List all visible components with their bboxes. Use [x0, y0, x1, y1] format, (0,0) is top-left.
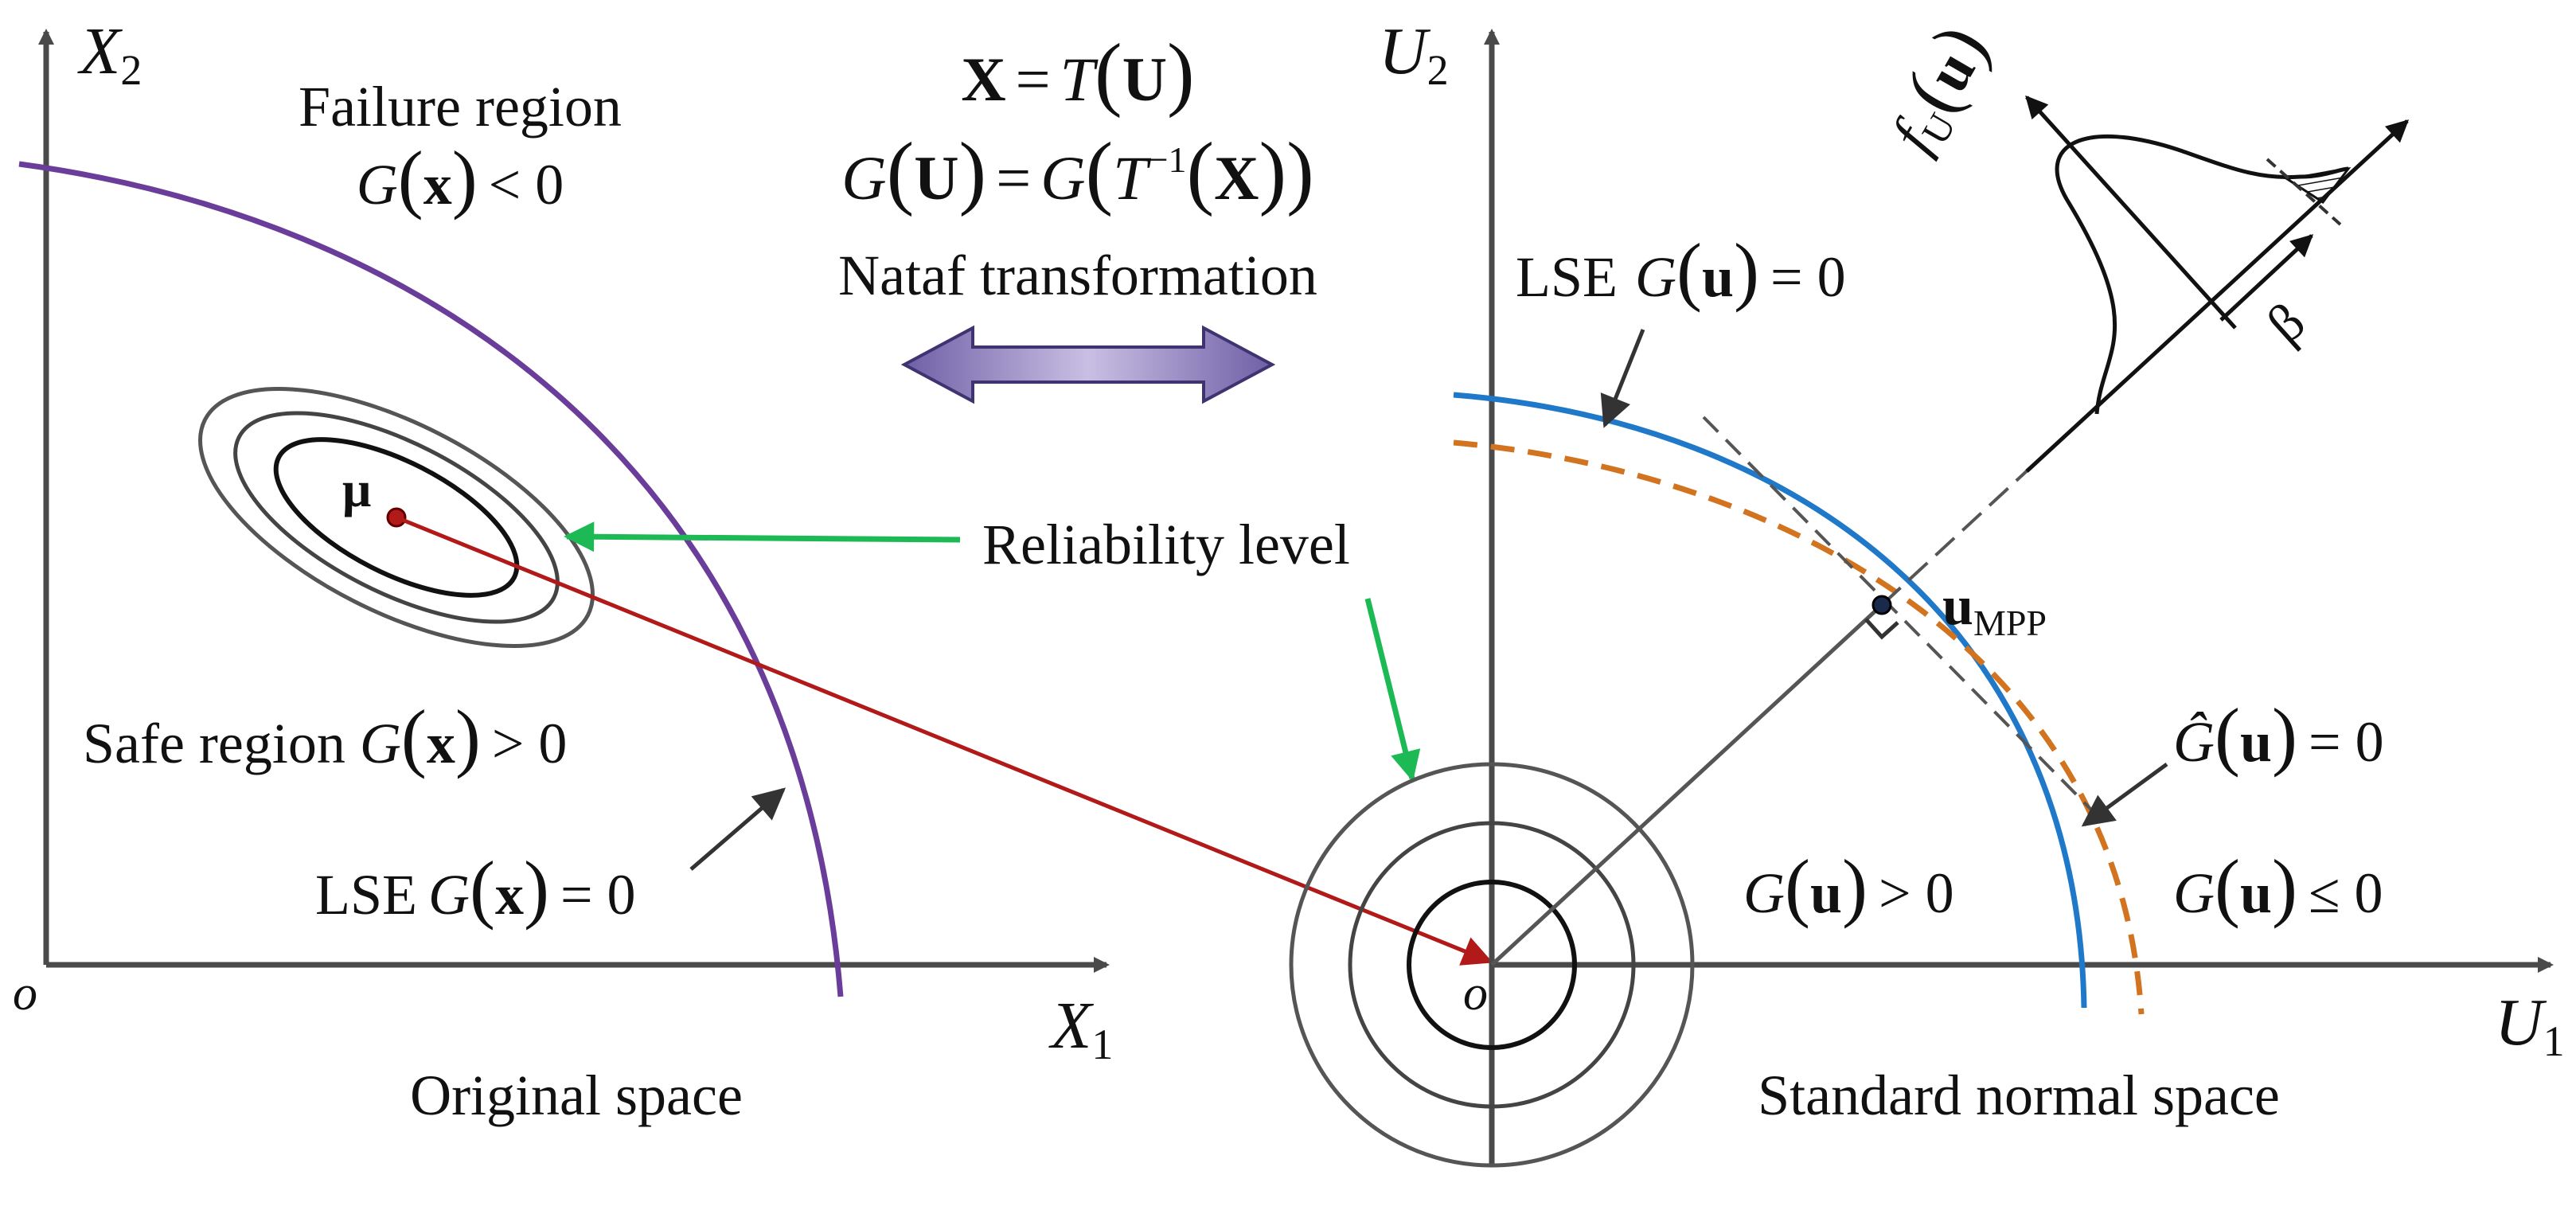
x2-axis-label: X2	[77, 14, 142, 94]
beta-direction-dashed	[1880, 466, 2032, 607]
sn-contour-inner	[1407, 880, 1577, 1050]
transformation-double-arrow	[900, 325, 1276, 404]
reliability-pointer-right	[1364, 598, 1421, 782]
standard-normal-contours	[1289, 762, 1695, 1168]
safe-region-standard-label: G(u)> 0	[1743, 844, 1954, 929]
left-origin-label: o	[13, 966, 37, 1021]
nataf-transformation-label: Nataf transformation	[838, 244, 1317, 307]
failure-region-title: Failure region	[299, 75, 622, 139]
pdf-label: fU(u)	[1866, 10, 2007, 166]
transform-equation: X=T(U)	[961, 27, 1194, 119]
lse-original-curve	[18, 161, 844, 997]
failure-region-condition: G(x)< 0	[357, 135, 564, 221]
right-origin-label: o	[1463, 966, 1488, 1021]
original-space-panel: X2 X1 o μ Failure region G(x)< 0 Safe re…	[13, 14, 1113, 1127]
sn-contour-outer	[1289, 762, 1695, 1168]
pdf-contours	[198, 387, 595, 648]
lse-standard-pointer	[1600, 329, 1645, 428]
reliability-level-label: Reliability level	[982, 513, 1350, 576]
pdf-value-axis	[2025, 95, 2237, 330]
mpp-point	[1872, 595, 1892, 615]
limit-state-mapping-equation: G(U)=G(T−1(X))	[841, 126, 1314, 217]
u2-axis-label: U2	[1379, 14, 1449, 94]
sn-contour-middle	[1348, 821, 1636, 1109]
right-angle-marker	[1864, 618, 1899, 640]
beta-dimension-line	[2219, 234, 2314, 322]
standard-normal-space-caption: Standard normal space	[1758, 1064, 2280, 1127]
mpp-label: uMPP	[1942, 576, 2047, 643]
failure-region-standard-label: G(u)≤ 0	[2173, 844, 2383, 929]
beta-label: β	[2255, 291, 2316, 355]
beta-radius-line	[1490, 603, 1883, 966]
contour-middle	[233, 411, 560, 624]
pdf-beta-axis	[2025, 119, 2410, 473]
approx-lse-label: Ĝ(u)= 0	[2173, 693, 2384, 778]
original-space-caption: Original space	[410, 1064, 743, 1127]
reliability-pointer-left	[564, 521, 961, 552]
u1-axis-label: U1	[2495, 986, 2565, 1065]
mean-label: μ	[342, 461, 371, 517]
failure-tail-hatch	[2282, 167, 2352, 205]
lse-original-pointer	[689, 787, 786, 871]
contour-inner	[273, 437, 520, 598]
x1-axis-label: X1	[1048, 989, 1113, 1068]
transformation-block: X=T(U) G(U)=G(T−1(X)) Nataf transformati…	[396, 27, 1493, 966]
approx-lse-pointer	[2081, 762, 2168, 827]
contour-outer	[198, 387, 595, 648]
pdf-inset: β fU(u)	[1866, 10, 2410, 473]
tangent-line	[1702, 416, 2094, 812]
lse-standard-curve	[1453, 392, 2087, 1009]
